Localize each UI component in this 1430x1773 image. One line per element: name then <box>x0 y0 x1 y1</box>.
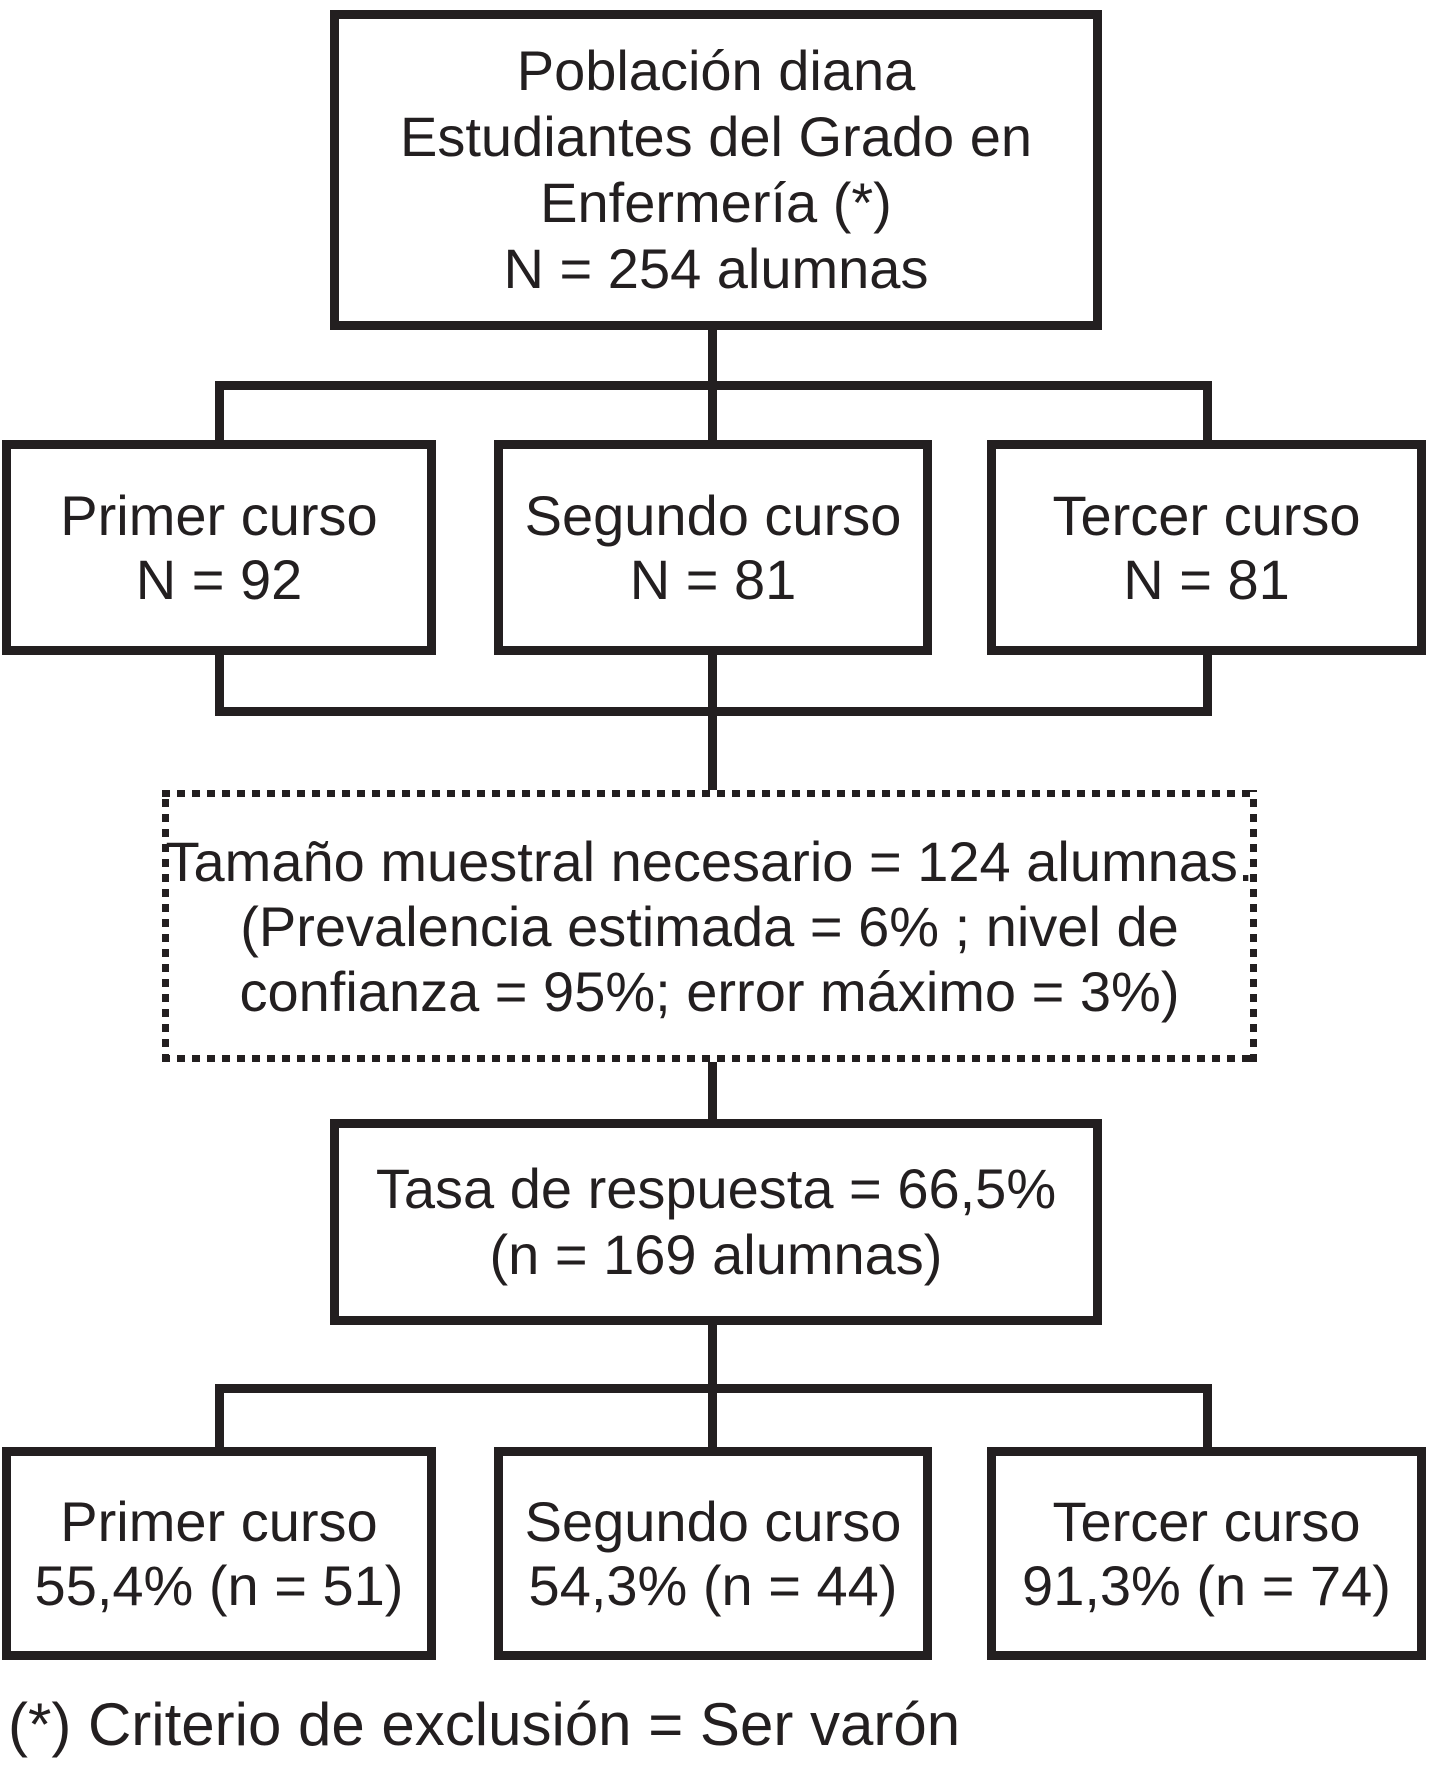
second-course-name: Segundo curso <box>524 483 902 547</box>
connector-mid-vertical <box>708 655 717 790</box>
second-course-response-box: Segundo curso 54,3% (n = 44) <box>494 1447 932 1660</box>
population-line-2: Estudiantes del Grado en <box>400 105 1032 168</box>
connector-top-drop-left <box>215 381 224 440</box>
population-line-1: Población diana <box>516 39 916 102</box>
connector-sample-to-response <box>708 1062 717 1119</box>
sample-size-line-1: Tamaño muestral necesario = 124 alumnas. <box>165 829 1254 893</box>
population-line-3: Enfermería (*) <box>540 171 892 234</box>
third-course-response-name: Tercer curso <box>1052 1489 1361 1553</box>
first-course-name: Primer curso <box>60 483 378 547</box>
population-box: Población diana Estudiantes del Grado en… <box>330 10 1102 330</box>
sample-size-line-3: confianza = 95%; error máximo = 3%) <box>239 959 1180 1023</box>
second-course-response-name: Segundo curso <box>524 1489 902 1553</box>
connector-bottom-drop-right <box>1203 1384 1212 1447</box>
connector-bottom-drop-left <box>215 1384 224 1447</box>
second-course-response-rate: 54,3% (n = 44) <box>528 1553 898 1617</box>
connector-top-bracket <box>215 381 1212 390</box>
connector-bottom-bracket <box>215 1384 1212 1393</box>
first-course-n: N = 92 <box>135 547 303 611</box>
response-rate-box: Tasa de respuesta = 66,5% (n = 169 alumn… <box>330 1119 1102 1325</box>
connector-top-drop-right <box>1203 381 1212 440</box>
response-rate-line-1: Tasa de respuesta = 66,5% <box>375 1157 1057 1220</box>
connector-mid-rise-right <box>1203 655 1212 716</box>
first-course-response-box: Primer curso 55,4% (n = 51) <box>2 1447 436 1660</box>
population-line-4: N = 254 alumnas <box>503 237 929 300</box>
sample-size-box: Tamaño muestral necesario = 124 alumnas.… <box>162 790 1257 1062</box>
third-course-name: Tercer curso <box>1052 483 1361 547</box>
first-course-population-box: Primer curso N = 92 <box>2 440 436 655</box>
connector-mid-rise-left <box>215 655 224 716</box>
sample-size-line-2: (Prevalencia estimada = 6% ; nivel de <box>240 894 1179 958</box>
third-course-population-box: Tercer curso N = 81 <box>987 440 1426 655</box>
connector-mid-bracket <box>215 707 1212 716</box>
exclusion-criterion-footnote: (*) Criterio de exclusión = Ser varón <box>8 1691 961 1758</box>
response-rate-line-2: (n = 169 alumnas) <box>489 1223 943 1286</box>
third-course-response-rate: 91,3% (n = 74) <box>1022 1553 1391 1617</box>
first-course-response-rate: 55,4% (n = 51) <box>34 1553 404 1617</box>
third-course-n: N = 81 <box>1123 547 1290 611</box>
second-course-n: N = 81 <box>629 547 797 611</box>
first-course-response-name: Primer curso <box>60 1489 378 1553</box>
second-course-population-box: Segundo curso N = 81 <box>494 440 932 655</box>
third-course-response-box: Tercer curso 91,3% (n = 74) <box>987 1447 1426 1660</box>
